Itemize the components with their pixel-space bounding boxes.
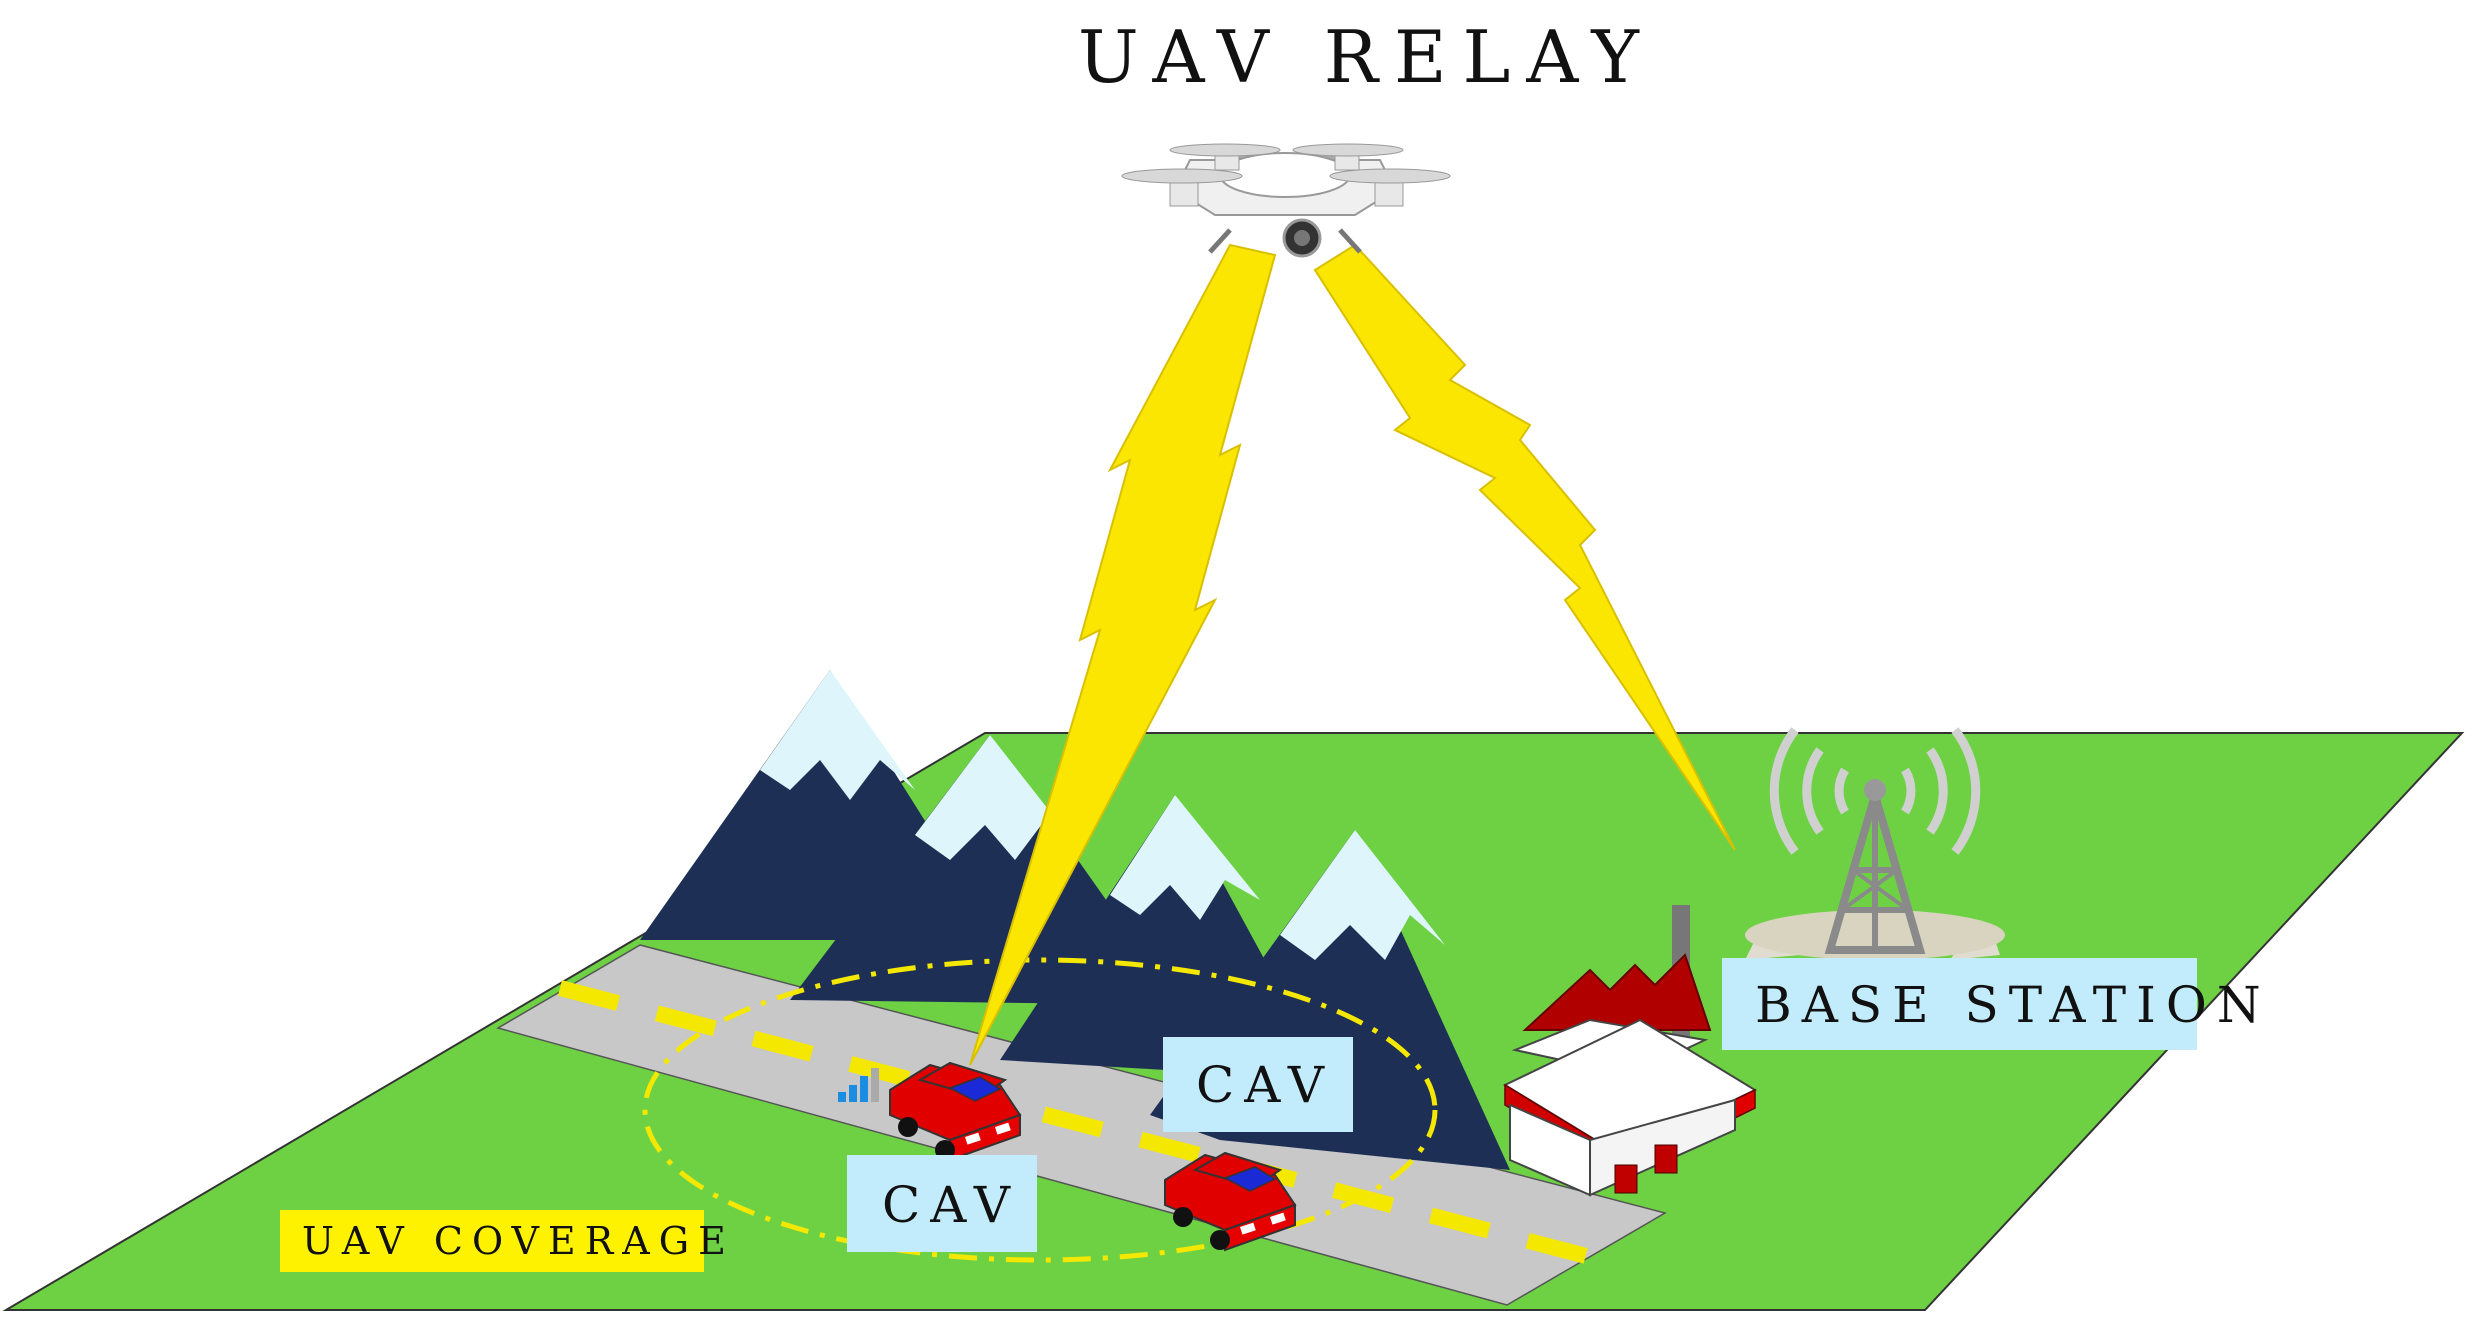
- coverage-label-box: [280, 1210, 704, 1272]
- cav-lower-label: CAV: [882, 1176, 1020, 1234]
- snow-cap: [1280, 830, 1445, 960]
- lightning-bolt-icon: [969, 243, 1277, 1066]
- factory-icon: [1502, 905, 1758, 1197]
- lane-marking: [557, 980, 1593, 1265]
- signal-bars-icon: [838, 1068, 879, 1102]
- cav-lower-label-box: [847, 1155, 1037, 1252]
- car-icon: [1164, 1151, 1297, 1252]
- cav-upper-label: CAV: [1196, 1056, 1334, 1114]
- coverage-label: UAV COVERAGE: [302, 1219, 735, 1263]
- base-station-label: BASE STATION: [1755, 976, 2271, 1034]
- drone-icon: [1121, 143, 1451, 258]
- snow-cap: [760, 670, 915, 800]
- car-icon: [889, 1061, 1022, 1162]
- uav-coverage-area: [642, 957, 1438, 1263]
- snow-cap: [915, 735, 1080, 860]
- base-station-label-box: [1722, 958, 2197, 1050]
- lightning-bolt-icon: [1313, 243, 1736, 851]
- diagram-title: UAV RELAY: [1078, 15, 1655, 99]
- snow-cap: [1110, 795, 1260, 920]
- cav-upper-label-box: [1163, 1037, 1353, 1132]
- radio-tower-icon: [1745, 727, 2005, 960]
